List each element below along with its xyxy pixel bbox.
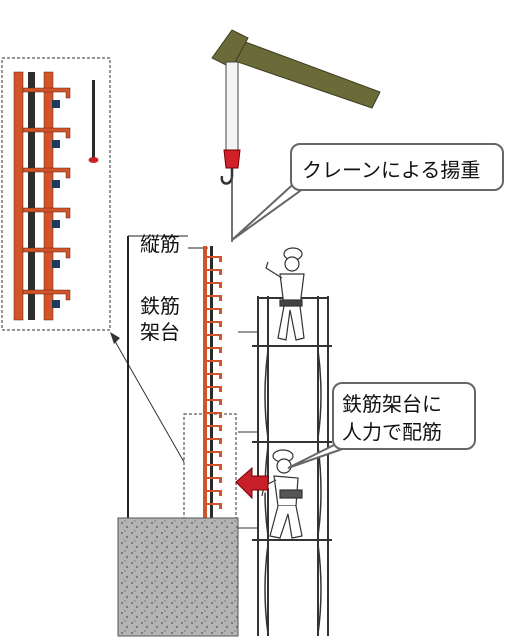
rebar-stand-label-line2: 架台 [140, 320, 180, 344]
rebar-rung [207, 451, 222, 457]
rebar-rung [207, 412, 222, 418]
rebar-rung [207, 282, 222, 288]
worker-icon [265, 247, 305, 341]
rebar-rung [207, 503, 222, 509]
vertical-bar-label: 縦筋 [140, 232, 180, 256]
rebar-stand-label-line1: 鉄筋 [140, 294, 180, 318]
rebar-rung [207, 295, 222, 301]
rebar-rung [207, 399, 222, 405]
rebar-rung [207, 347, 222, 353]
rebar-rung [207, 321, 222, 327]
red-arrow-icon [235, 466, 269, 500]
rebar-rung [207, 464, 222, 470]
crane-lifting-callout: クレーンによる揚重 [290, 143, 504, 191]
rebar-rung [207, 269, 222, 275]
worker-icon [261, 449, 303, 539]
concrete-foundation [117, 517, 239, 637]
rebar-rung [207, 373, 222, 379]
detail-inset [1, 57, 111, 331]
detail-leader [111, 335, 185, 463]
rebar-rung [207, 477, 222, 483]
rebar-rung [207, 386, 222, 392]
manual-rebar-callout: 鉄筋架台に 人力で配筋 [332, 382, 476, 450]
rebar-rung [207, 256, 222, 262]
rebar-rung [207, 308, 222, 314]
vertical-bars [127, 235, 208, 520]
rebar-rung [207, 425, 222, 431]
rebar-rung [207, 438, 222, 444]
manual-rebar-label-line1: 鉄筋架台に [342, 392, 442, 416]
crane-lifting-label: クレーンによる揚重 [302, 158, 481, 182]
crane-boom [211, 29, 381, 151]
rebar-stand [203, 246, 222, 520]
rebar-rung [207, 360, 222, 366]
rebar-rung [207, 334, 222, 340]
detail-leader-head [110, 332, 120, 344]
crane-hook-icon [220, 149, 241, 242]
rebar-rung [207, 490, 222, 496]
manual-rebar-label-line2: 人力で配筋 [342, 420, 442, 444]
